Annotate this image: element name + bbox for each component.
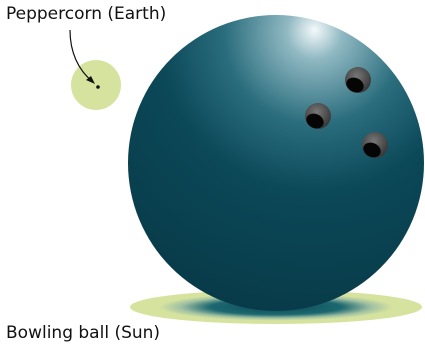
peppercorn-halo (71, 60, 121, 110)
peppercorn-dot (96, 85, 100, 89)
earth-label: Peppercorn (Earth) (6, 6, 166, 23)
sun-label: Bowling ball (Sun) (6, 325, 160, 342)
bowling-ball (128, 15, 424, 311)
